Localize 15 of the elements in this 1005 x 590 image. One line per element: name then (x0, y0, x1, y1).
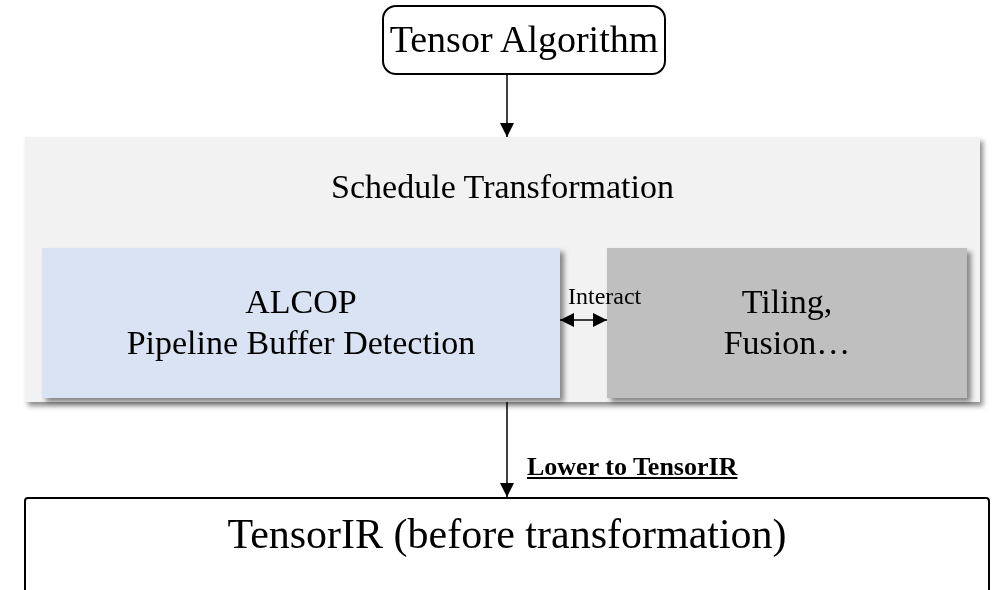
group-panel (25, 137, 980, 402)
arrow (500, 74, 514, 138)
process-box (382, 5, 666, 75)
edge-label: Interact (568, 283, 642, 310)
box-heading: ALCOP (245, 282, 357, 323)
panel-title: Schedule Transformation (331, 167, 674, 207)
process-box (24, 497, 990, 590)
box-label: Tensor Algorithm (389, 17, 659, 63)
arrow (500, 401, 514, 498)
process-box (42, 248, 560, 398)
edge-label: Lower to TensorIR (527, 452, 738, 482)
arrow (559, 313, 608, 327)
box-label: TensorIR (before transformation) (227, 510, 787, 559)
box-label: Tiling, Fusion… (722, 282, 852, 363)
box-label: Pipeline Buffer Detection (126, 323, 476, 363)
